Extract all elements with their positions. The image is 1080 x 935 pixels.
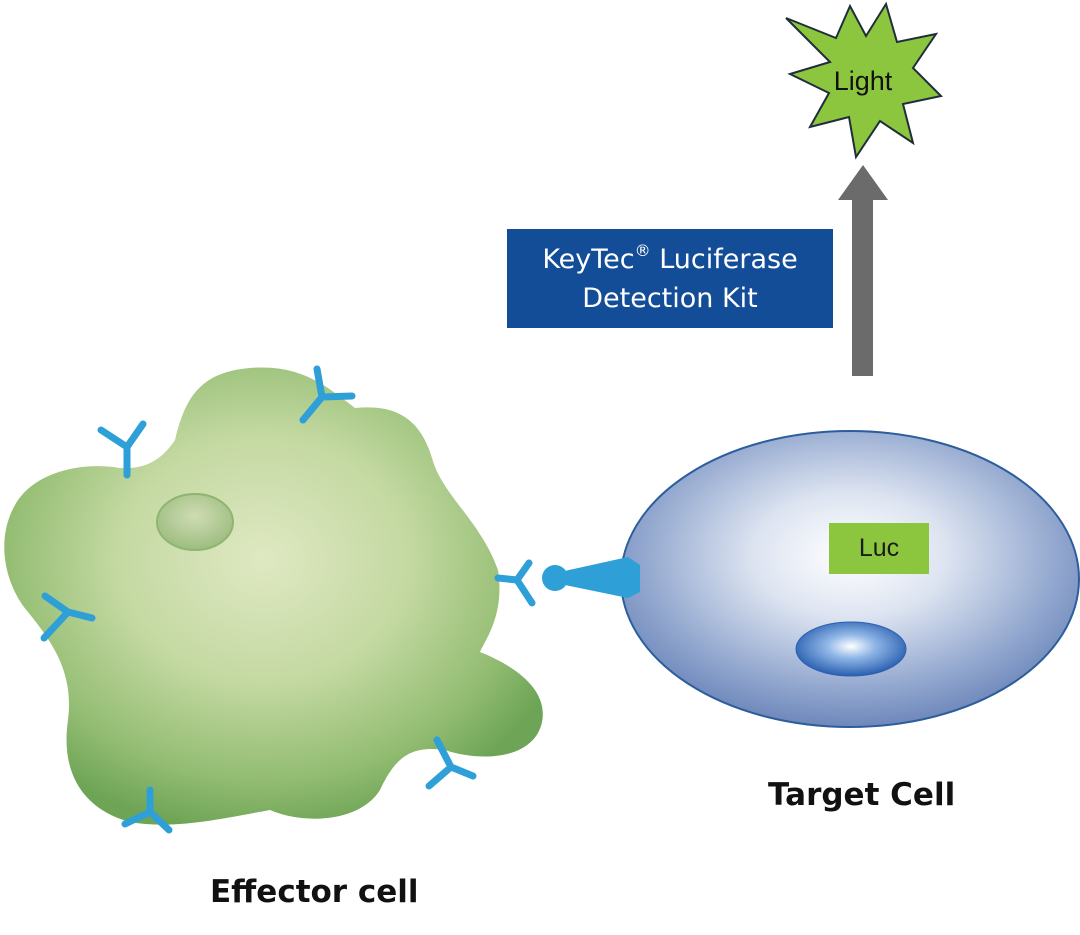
registered-mark: ® (634, 240, 651, 260)
target-cell-label: Target Cell (768, 777, 956, 813)
effector-cell-label: Effector cell (210, 874, 419, 910)
signal-arrow (838, 165, 888, 376)
antibody-icon (40, 592, 96, 642)
antibody-icon (425, 736, 477, 790)
antibody-icon (494, 559, 536, 607)
target-nucleus (795, 621, 907, 677)
light-burst-icon (785, 1, 944, 160)
antibody-icon (97, 420, 147, 479)
effector-nucleus (156, 493, 234, 551)
kit-brand: KeyTec (542, 243, 635, 275)
luciferase-kit-box: KeyTec® Luciferase Detection Kit (507, 229, 833, 328)
kit-title-line2: Detection Kit (582, 282, 758, 314)
luc-box: Luc (829, 523, 929, 574)
light-label: Light (833, 66, 893, 96)
kit-title-line1: KeyTec® Luciferase (542, 240, 797, 279)
antibody-icon (299, 365, 356, 424)
kit-product: Luciferase (650, 243, 798, 275)
antibody-icon (121, 786, 173, 834)
target-cell-body (620, 430, 1080, 728)
antigen-connector (542, 557, 640, 598)
effector-cell-body (4, 367, 543, 825)
